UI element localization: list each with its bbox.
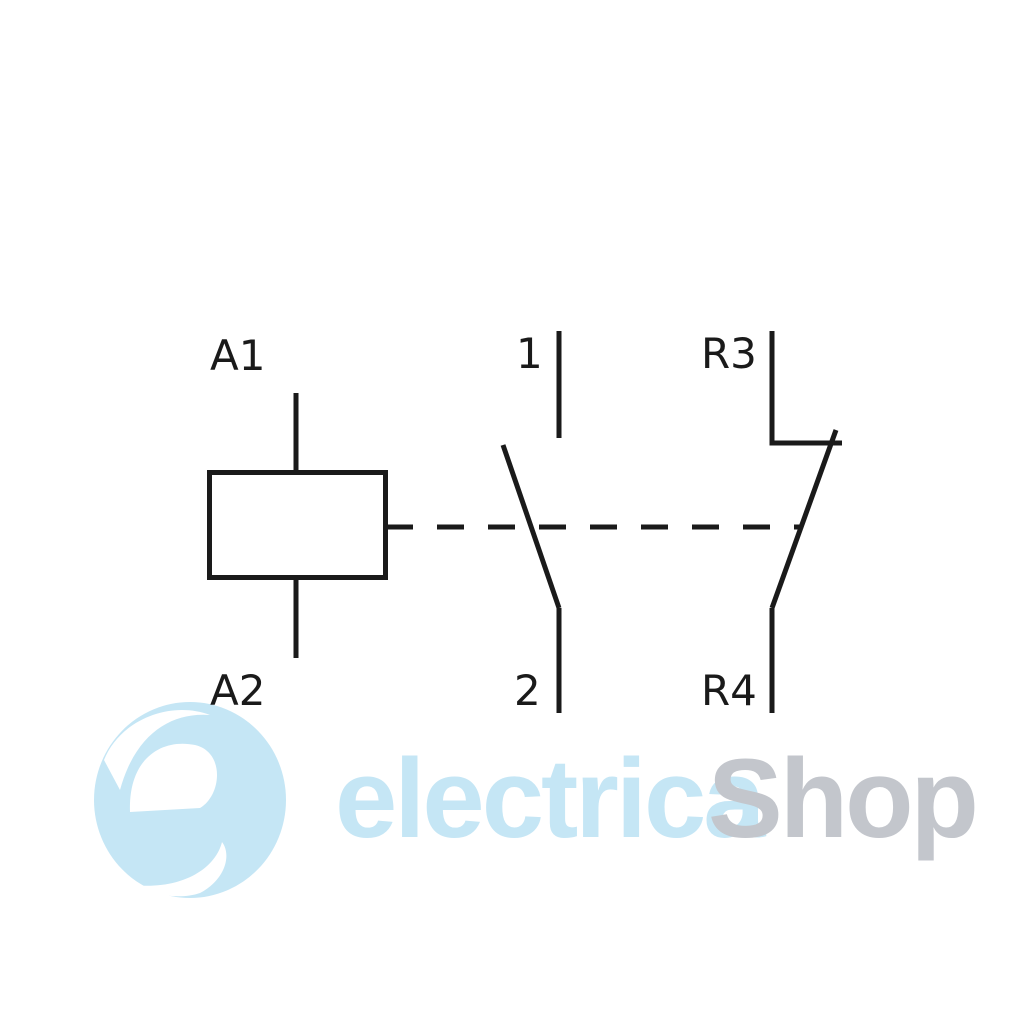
label-1: 1 (516, 329, 543, 378)
label-2: 2 (514, 666, 541, 715)
label-r3: R3 (701, 329, 757, 378)
label-a2: A2 (210, 666, 265, 715)
nc-contact-top-terminal (769, 331, 842, 446)
nc-contact-blade (769, 429, 839, 609)
watermark-logo-icon (94, 702, 286, 898)
label-r4: R4 (701, 666, 757, 715)
no-contact-blade (500, 444, 562, 609)
coil-box (207, 470, 388, 580)
watermark: electrica Shop (94, 702, 979, 898)
label-a1: A1 (210, 331, 265, 380)
watermark-text-shop: Shop (708, 736, 976, 861)
watermark-text-electrica: electrica (335, 736, 766, 861)
